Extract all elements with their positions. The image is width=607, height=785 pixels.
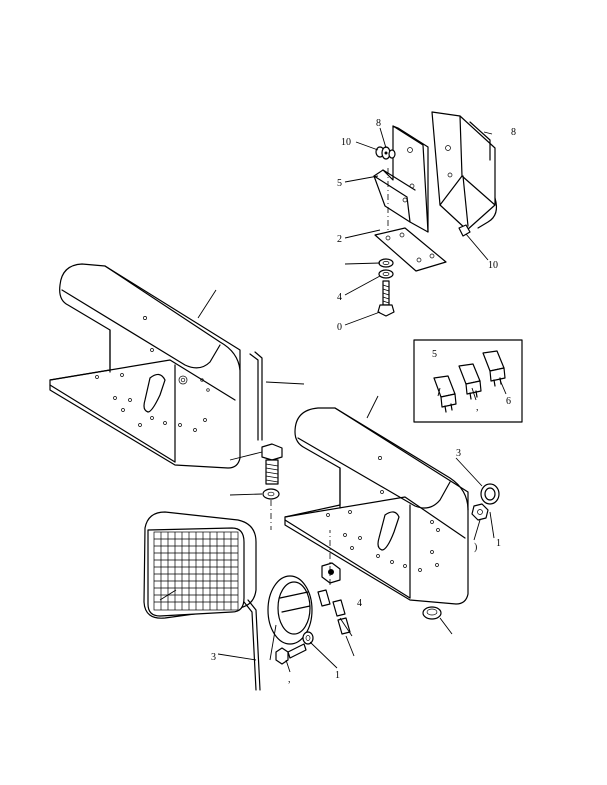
flat-washer [378,258,394,268]
lock-washer-large [262,488,280,500]
callout-labels: 10 8 8 5 2 10 4 0 5 6 , 3 3 1 ) 4 1 , [211,118,516,685]
callout-label: ) [474,542,477,553]
lamp-back-housing [267,575,313,645]
mounting-bracket-small [373,125,429,233]
callout-label: 8 [376,118,381,129]
callout-label: 5 [432,349,437,360]
grommet-right [480,483,500,505]
mounting-plate [374,227,447,272]
hex-bolt-large [261,443,283,485]
lamp-lens-grid [153,531,239,611]
callout-label: 3 [211,652,216,663]
callout-label: 4 [357,598,362,609]
callout-label: 4 [337,292,342,303]
callout-label: 0 [337,322,342,333]
lock-washer [378,269,394,279]
leader-lines [159,127,507,673]
hex-nut-center [321,562,341,584]
switch-1 [433,375,457,413]
callout-label: 10 [341,137,351,148]
hex-bolt-bottom [275,643,307,665]
washer-stack-top [375,146,396,160]
top-right-assembly [373,111,498,317]
hex-nut-right [471,503,489,521]
callout-label: 2 [337,234,342,245]
callout-label: , [476,402,479,413]
callout-label: 10 [488,260,498,271]
washer-bottom [302,631,314,645]
hex-bolt-small [377,280,395,317]
work-lamp [143,511,261,691]
switch-2 [458,363,482,400]
callout-label: 8 [511,127,516,138]
light-housing-box [431,111,498,231]
switch-3 [482,350,506,387]
callout-label: 6 [506,396,511,407]
callout-label: 3 [456,448,461,459]
callout-label: 5 [337,178,342,189]
callout-label: , [288,674,291,685]
large-mounting-bracket [49,263,241,469]
wire-lead-left [249,351,263,441]
switch-inset-box [413,339,523,423]
large-mounting-bracket-right [284,407,469,605]
callout-label: 1 [335,670,340,681]
wire-connectors [317,589,351,635]
wire-connector [458,224,471,237]
callout-label: 1 [496,538,501,549]
